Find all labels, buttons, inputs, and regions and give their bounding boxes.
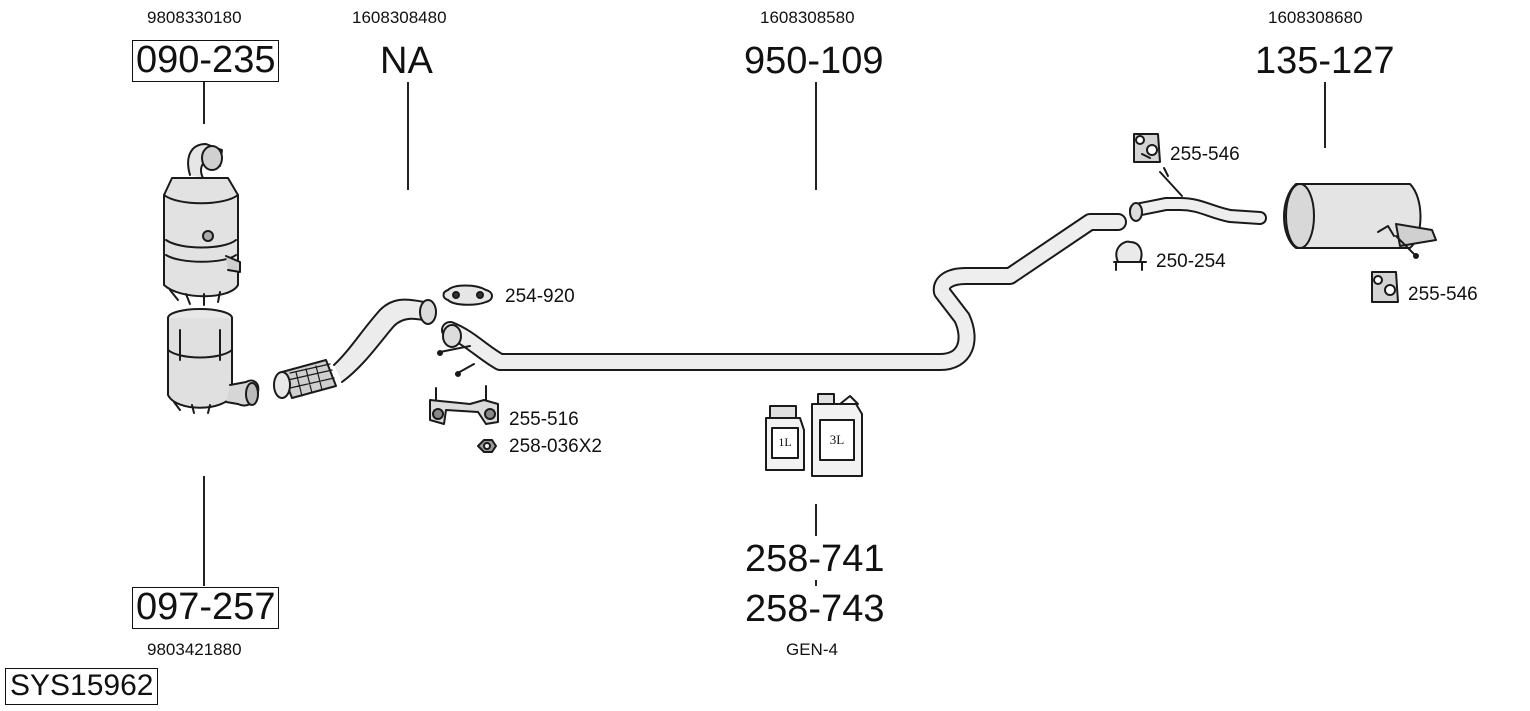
fitting-label-nut[interactable]: 258-036X2 bbox=[509, 436, 602, 457]
oe-number-middle-pipe: 1608308580 bbox=[760, 8, 855, 27]
rubber-mount-bottom-drawing[interactable] bbox=[1371, 271, 1399, 303]
oe-number-dpf: 9803421880 bbox=[147, 640, 242, 659]
catalyst-drawing[interactable] bbox=[163, 143, 241, 306]
leader-line-rear-silencer bbox=[1324, 82, 1326, 148]
part-number-fluid-1l[interactable]: 258-741 bbox=[745, 538, 885, 580]
part-number-catalyst[interactable]: 090-235 bbox=[132, 40, 280, 82]
leader-line-catalyst bbox=[203, 82, 205, 124]
container-label-1l: 1L bbox=[778, 435, 791, 449]
fitting-label-rubber-top[interactable]: 255-546 bbox=[1170, 144, 1240, 165]
oe-number-catalyst: 9808330180 bbox=[147, 8, 242, 27]
leader-line-middle-pipe bbox=[815, 82, 817, 190]
leader-line-fluid-separator bbox=[815, 580, 817, 586]
dpf-drawing[interactable] bbox=[167, 308, 260, 414]
fitting-label-clamp-front[interactable]: 254-920 bbox=[505, 286, 575, 307]
leader-line-fluid bbox=[815, 504, 817, 536]
oe-number-front-pipe: 1608308480 bbox=[352, 8, 447, 27]
part-number-middle-pipe[interactable]: 950-109 bbox=[744, 40, 884, 82]
rubber-mount-top-drawing[interactable] bbox=[1133, 133, 1161, 163]
container-label-3l: 3L bbox=[830, 432, 845, 447]
front-pipe-drawing[interactable] bbox=[273, 298, 437, 399]
clamp-rear-drawing[interactable] bbox=[1113, 240, 1147, 271]
oe-number-rear-silencer: 1608308680 bbox=[1268, 8, 1363, 27]
rear-silencer-drawing[interactable] bbox=[1129, 167, 1437, 259]
part-number-front-pipe[interactable]: NA bbox=[380, 40, 433, 82]
fluid-container-3l-drawing[interactable] bbox=[811, 393, 863, 477]
nut-drawing[interactable] bbox=[477, 439, 497, 453]
fluid-type-label: GEN-4 bbox=[786, 640, 838, 659]
bracket-drawing[interactable] bbox=[429, 385, 499, 425]
leader-line-front-pipe bbox=[407, 82, 409, 190]
leader-line-dpf bbox=[203, 476, 205, 586]
part-number-fluid-3l[interactable]: 258-743 bbox=[745, 588, 885, 630]
clamp-front-drawing[interactable] bbox=[442, 284, 493, 306]
fitting-label-rubber-bottom[interactable]: 255-546 bbox=[1408, 284, 1478, 305]
part-number-rear-silencer[interactable]: 135-127 bbox=[1255, 40, 1395, 82]
fluid-container-1l-drawing[interactable] bbox=[765, 405, 805, 471]
part-number-dpf[interactable]: 097-257 bbox=[132, 587, 280, 629]
middle-pipe-drawing[interactable] bbox=[437, 213, 1127, 377]
system-id: SYS15962 bbox=[5, 668, 159, 705]
fitting-label-bracket[interactable]: 255-516 bbox=[509, 409, 579, 430]
fitting-label-clamp-rear[interactable]: 250-254 bbox=[1156, 251, 1226, 272]
